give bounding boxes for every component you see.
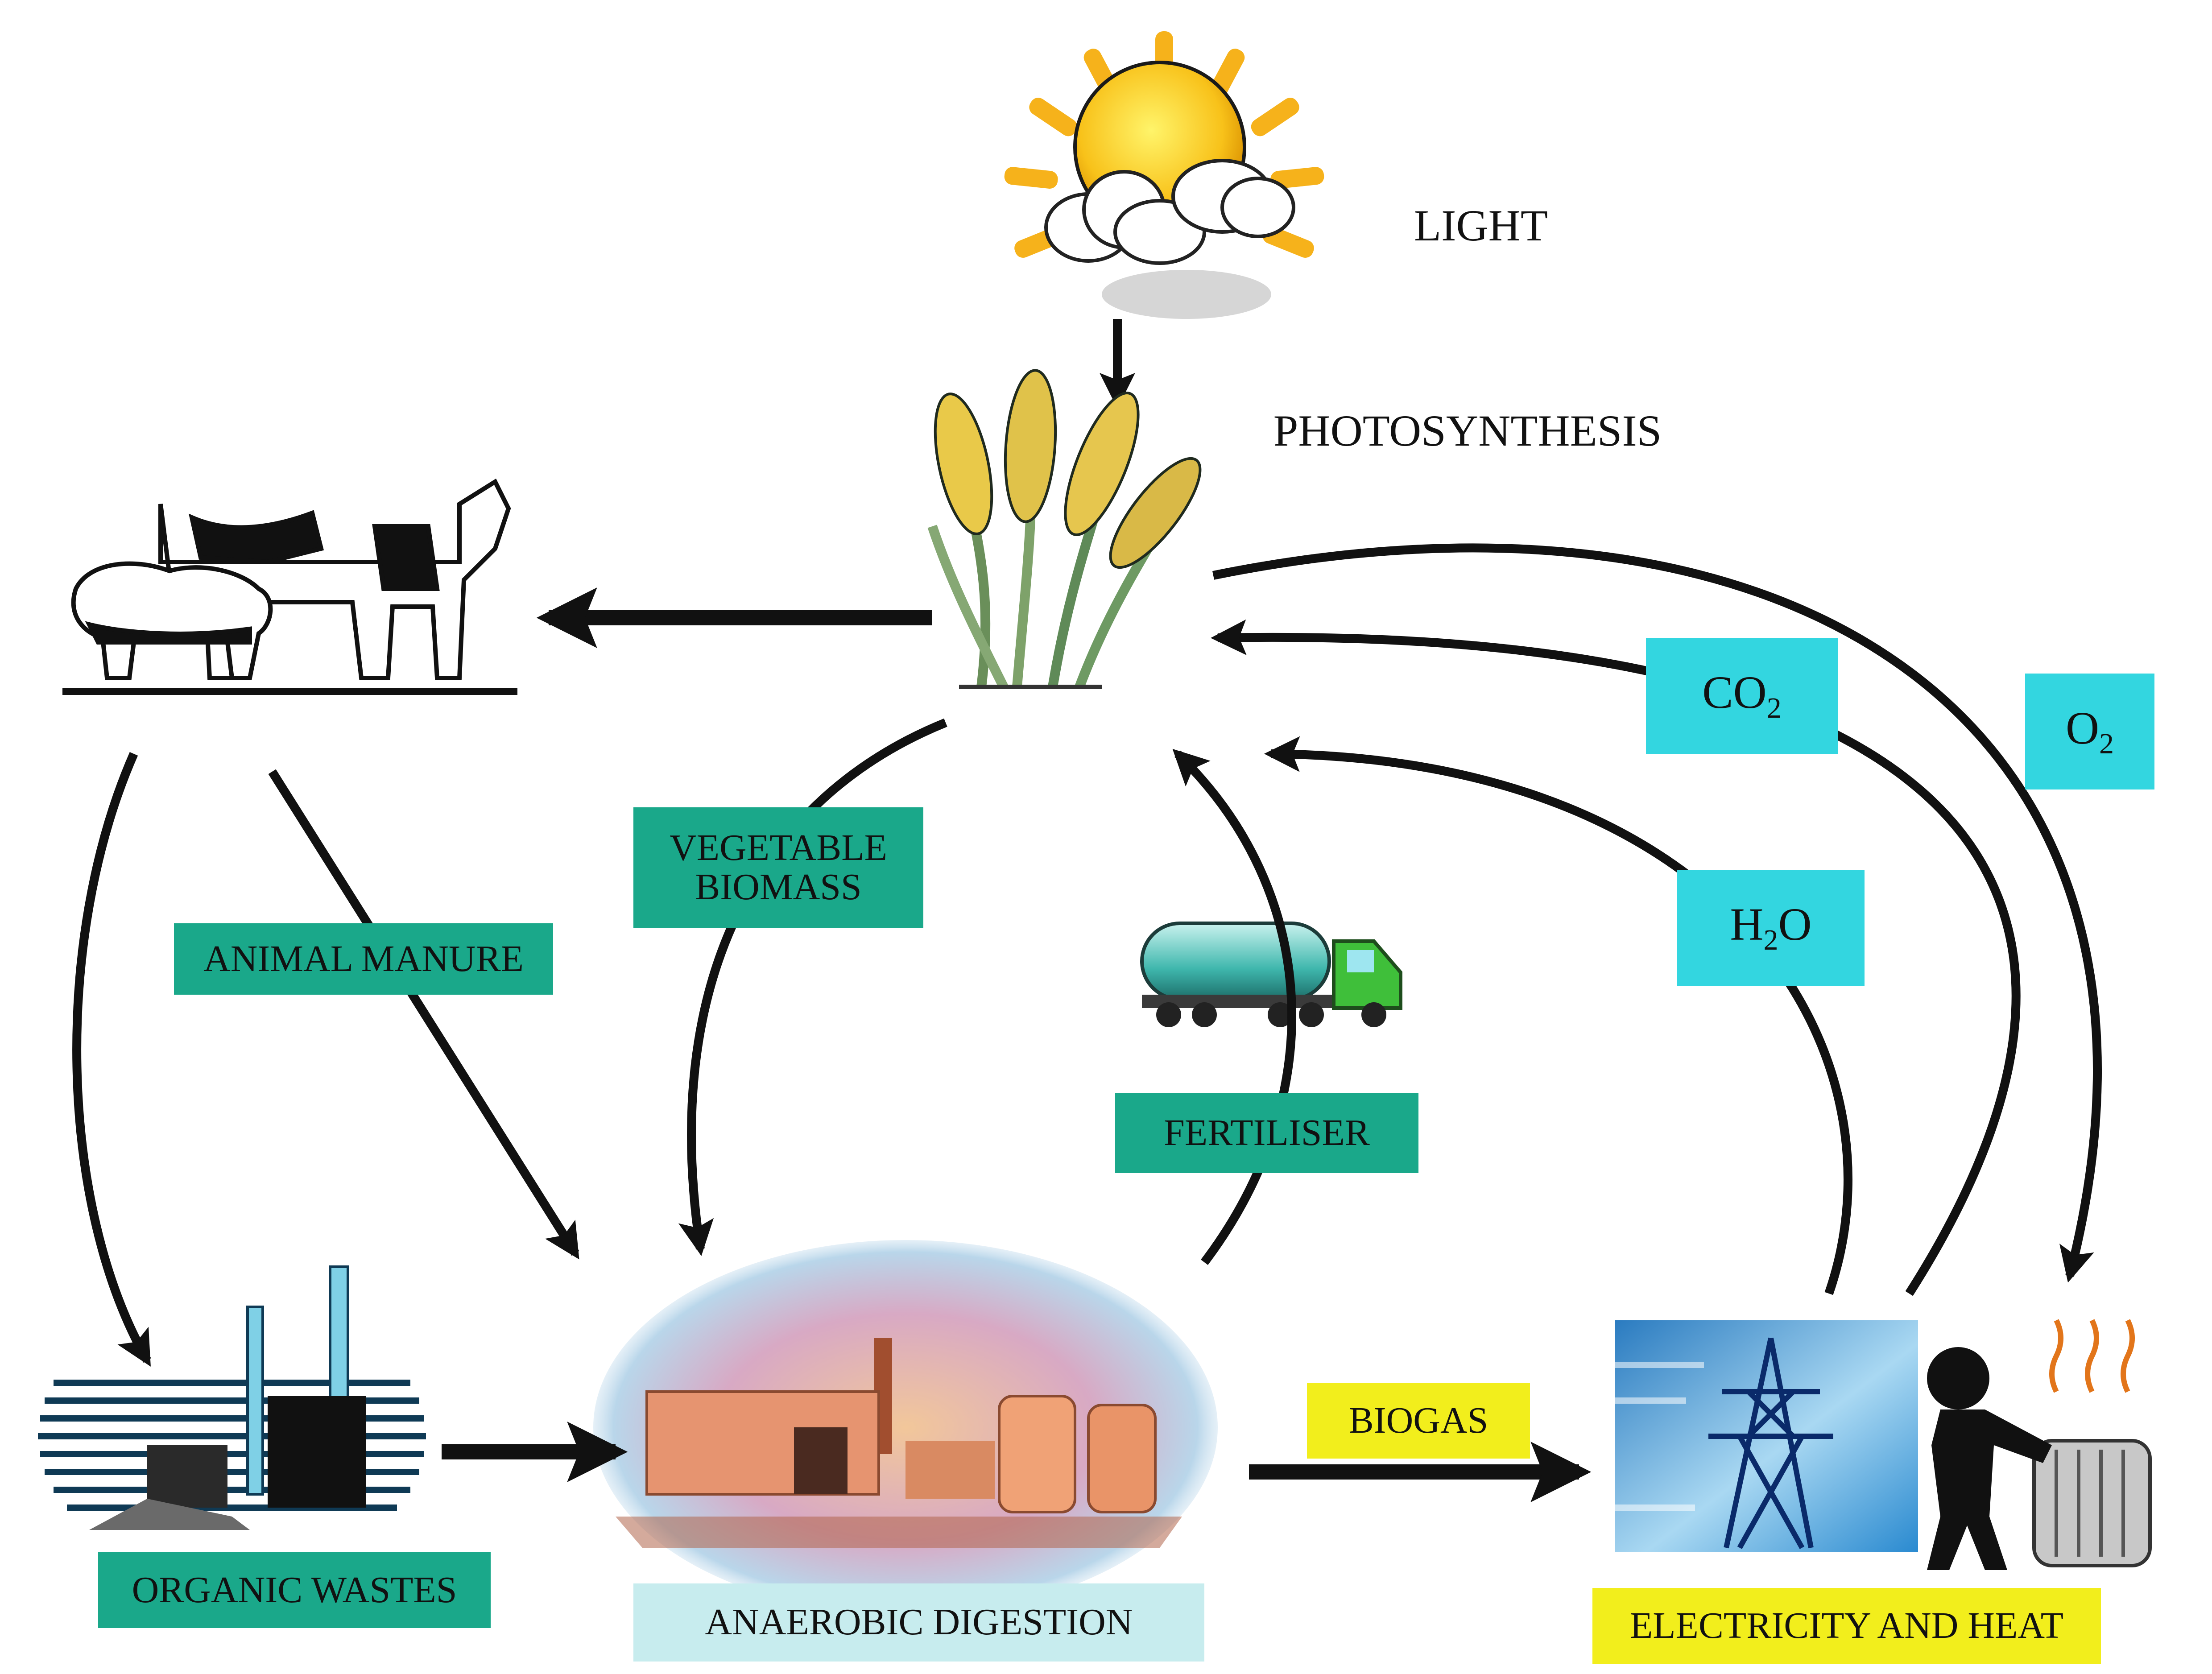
h2o-text: H2O xyxy=(1730,900,1811,955)
fertiliser-arrow xyxy=(1172,748,1296,1265)
livestock-to-wastes-arrow xyxy=(72,752,151,1367)
biogas-plant-icon xyxy=(593,1240,1218,1615)
o2-sub: 2 xyxy=(2099,727,2114,760)
tanker-truck-icon xyxy=(1140,922,1402,1027)
co2-label: CO2 xyxy=(1646,638,1838,754)
o2-text: O2 xyxy=(2066,704,2114,759)
vegetable-biomass-label: VEGETABLE BIOMASS xyxy=(633,807,923,928)
animal-manure-label: ANIMAL MANURE xyxy=(174,923,553,995)
o2-label: O2 xyxy=(2025,674,2154,789)
co2-arrow xyxy=(1211,619,2021,1296)
co2-text: CO2 xyxy=(1702,668,1781,723)
biogas-label: BIOGAS xyxy=(1307,1383,1530,1459)
o2-main: O xyxy=(2065,702,2100,754)
vegetable-biomass-line1: VEGETABLE xyxy=(670,827,887,868)
organic-wastes-label: ORGANIC WASTES xyxy=(98,1552,491,1628)
factory-icon xyxy=(36,1265,428,1548)
biomass-arrow xyxy=(678,718,947,1256)
electricity-and-heat-label: ELECTRICITY AND HEAT xyxy=(1592,1588,2101,1664)
light-label: LIGHT xyxy=(1414,200,1548,250)
h2o-label: H2O xyxy=(1677,870,1865,986)
fertiliser-label: FERTILISER xyxy=(1115,1093,1418,1173)
photosynthesis-label: PHOTOSYNTHESIS xyxy=(1273,405,1662,455)
sun-icon xyxy=(1004,31,1324,319)
wheat-plant-icon xyxy=(927,369,1202,689)
manure-arrow xyxy=(268,769,579,1260)
radiator-icon xyxy=(1927,1319,2152,1570)
h2o-sub: 2 xyxy=(1763,923,1778,956)
vegetable-biomass-line2: BIOMASS xyxy=(695,866,862,908)
power-pylon-icon xyxy=(1615,1320,1918,1552)
o2-arrow xyxy=(1212,543,2102,1283)
h2o-post: O xyxy=(1778,898,1812,950)
h2o-arrow xyxy=(1264,736,1852,1295)
livestock-icon xyxy=(62,478,517,695)
anaerobic-digestion-label: ANAEROBIC DIGESTION xyxy=(633,1583,1204,1662)
co2-main: CO xyxy=(1702,666,1767,718)
co2-sub: 2 xyxy=(1766,691,1782,724)
h2o-pre: H xyxy=(1730,898,1764,950)
